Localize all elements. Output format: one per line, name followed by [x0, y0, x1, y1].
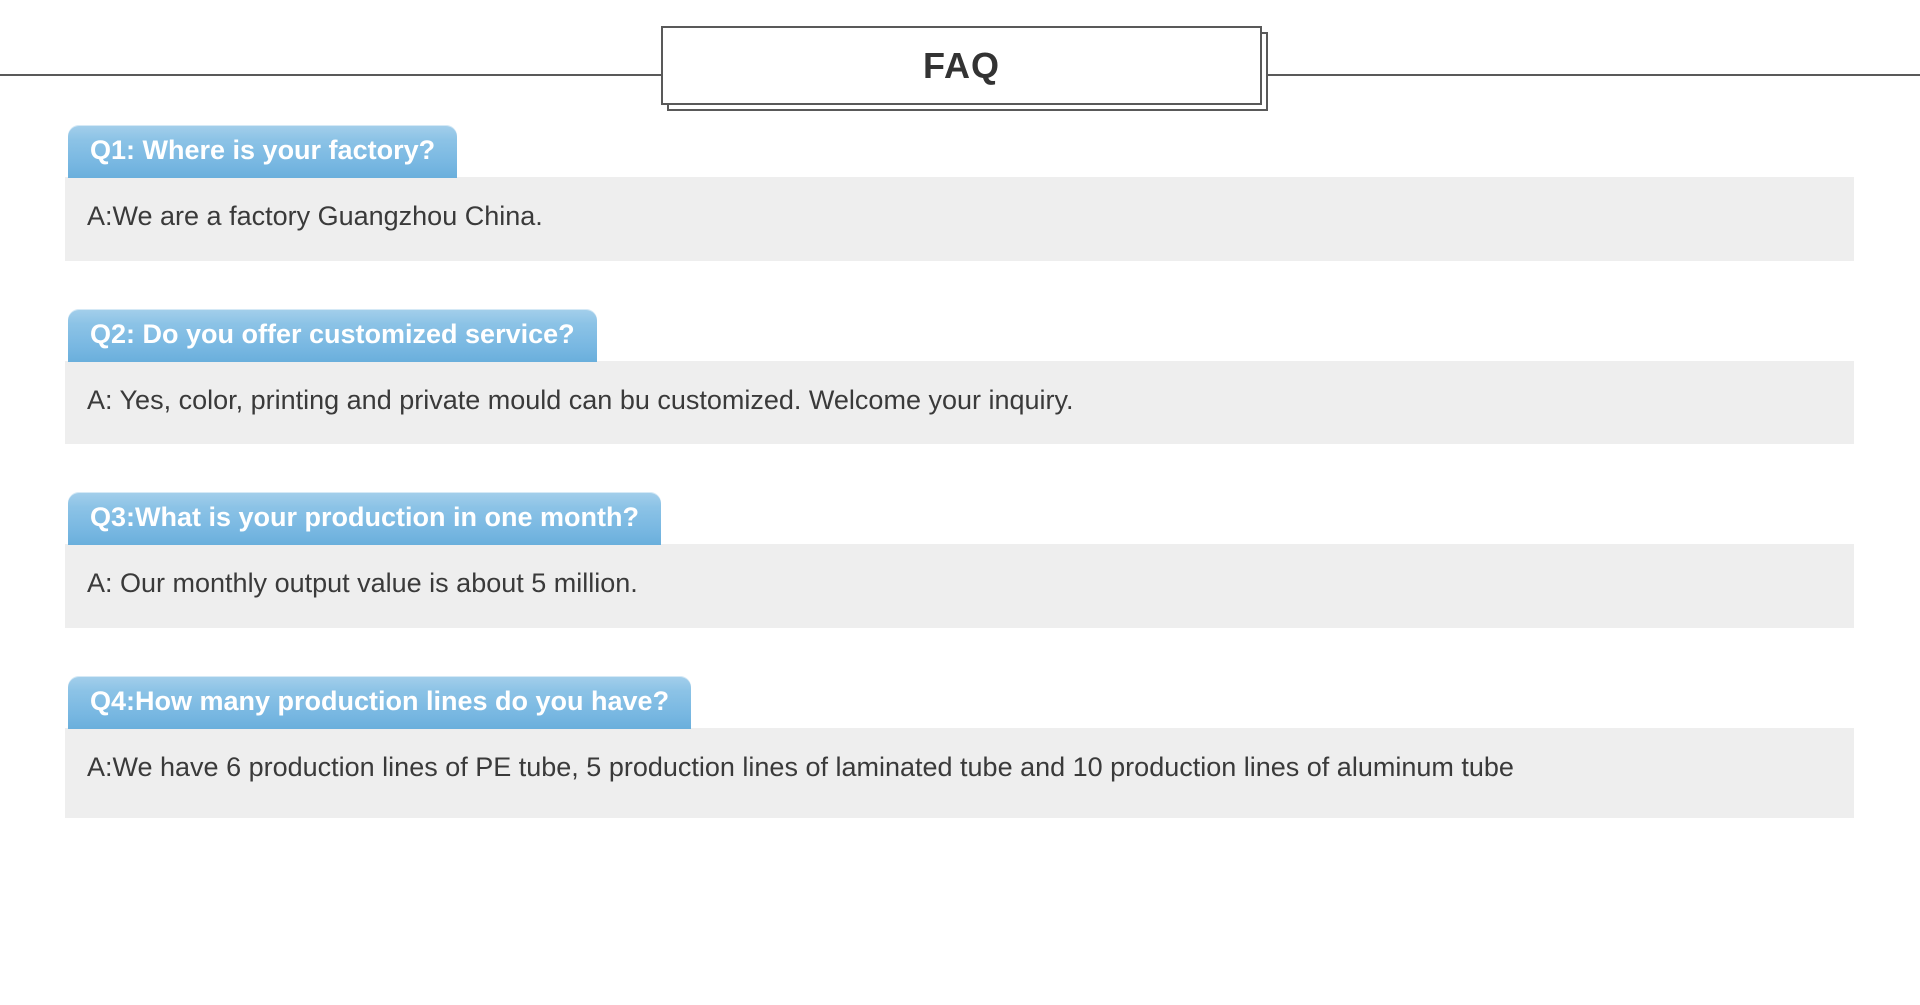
faq-question-tab[interactable]: Q2: Do you offer customized service? [68, 308, 597, 362]
faq-item: Q3:What is your production in one month?… [0, 492, 1920, 629]
faq-item: Q4:How many production lines do you have… [0, 676, 1920, 818]
faq-answer-text: A: Our monthly output value is about 5 m… [87, 568, 638, 599]
faq-header: FAQ [0, 0, 1920, 125]
faq-answer-text: A:We are a factory Guangzhou China. [87, 200, 543, 231]
faq-answer-bar: A:We have 6 production lines of PE tube,… [65, 727, 1854, 818]
faq-question-tab[interactable]: Q4:How many production lines do you have… [68, 676, 692, 729]
faq-item: Q1: Where is your factory? A:We are a fa… [0, 125, 1920, 261]
faq-answer-text: A: Yes, color, printing and private moul… [87, 384, 1074, 415]
faq-item: Q2: Do you offer customized service? A: … [0, 308, 1920, 445]
page-title-box: FAQ [661, 26, 1262, 105]
faq-question-tab[interactable]: Q3:What is your production in one month? [68, 492, 661, 546]
faq-answer-bar: A: Yes, color, printing and private moul… [65, 360, 1854, 445]
faq-question-tab[interactable]: Q1: Where is your factory? [68, 125, 458, 178]
faq-list: Q1: Where is your factory? A:We are a fa… [0, 125, 1920, 818]
faq-answer-text: A:We have 6 production lines of PE tube,… [87, 751, 1514, 782]
faq-answer-bar: A:We are a factory Guangzhou China. [65, 176, 1854, 261]
faq-answer-bar: A: Our monthly output value is about 5 m… [65, 544, 1854, 629]
page-title: FAQ [922, 44, 1000, 86]
